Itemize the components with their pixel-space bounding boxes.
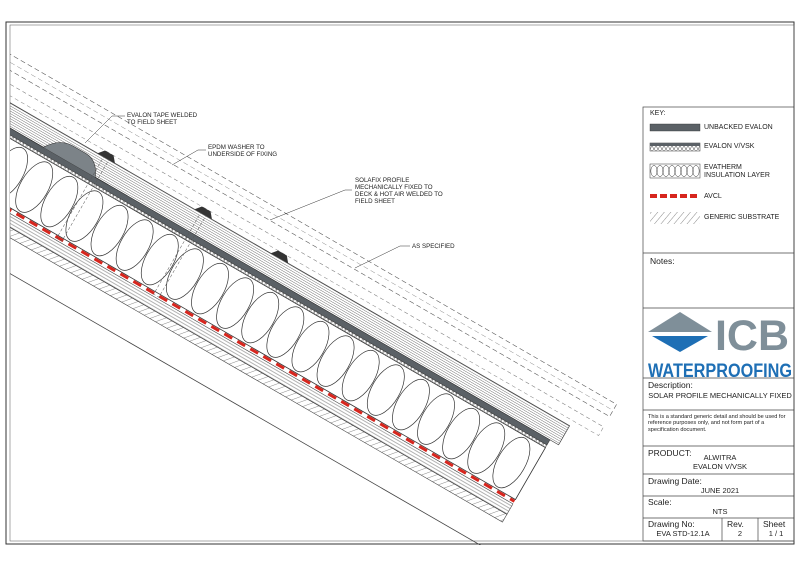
solar-panel-outline bbox=[10, 43, 617, 417]
logo-mark: ICB bbox=[715, 312, 789, 360]
swatch-unbacked bbox=[649, 123, 701, 132]
rev-label: Rev. bbox=[727, 519, 744, 529]
fixing-1 bbox=[56, 150, 115, 242]
key-coil bbox=[650, 165, 658, 177]
fixing-2 bbox=[153, 206, 212, 298]
insulation-coil bbox=[341, 349, 380, 402]
insulation-coil bbox=[291, 320, 330, 373]
key-coil bbox=[674, 165, 682, 177]
insulation-coil bbox=[115, 219, 154, 271]
sheet-label: Sheet bbox=[763, 519, 786, 529]
key-coil bbox=[662, 165, 670, 177]
drawing-date-value: JUNE 2021 bbox=[700, 486, 740, 495]
key-coil bbox=[656, 165, 664, 177]
disclaimer-text: This is a standard generic detail and sh… bbox=[648, 414, 786, 433]
leader-solafix bbox=[269, 189, 352, 221]
rev-value: 2 bbox=[737, 529, 743, 538]
insulation-coil bbox=[15, 161, 54, 213]
logo-wordmark: WATERPROOFING bbox=[648, 361, 792, 382]
title-block bbox=[642, 106, 795, 542]
insulation-coil bbox=[467, 422, 506, 474]
insulation-coil bbox=[392, 378, 430, 431]
insulation-coil bbox=[90, 204, 129, 257]
insulation-coil bbox=[442, 407, 481, 460]
insulation-coil bbox=[40, 175, 79, 228]
insulation-coil bbox=[266, 306, 305, 358]
key-coil bbox=[686, 165, 694, 177]
insulation-layer bbox=[10, 107, 546, 501]
product-line-2: EVALON V/VSK bbox=[692, 462, 748, 471]
key-label-vvsk: EVALON V/VSK bbox=[704, 143, 755, 150]
description-value: SOLAR PROFILE MECHANICALLY FIXED bbox=[648, 391, 792, 400]
leader-as-specified bbox=[354, 245, 410, 269]
key-coil bbox=[692, 165, 700, 177]
scale-label: Scale: bbox=[648, 497, 672, 507]
insulation-coil bbox=[216, 277, 254, 329]
substrate-layer bbox=[10, 173, 508, 523]
swatch-substrate bbox=[650, 212, 700, 224]
insulation-coil bbox=[241, 291, 280, 344]
key-title: KEY: bbox=[650, 110, 666, 117]
key-label-avcl: AVCL bbox=[704, 193, 722, 200]
insulation-coils bbox=[0, 127, 531, 489]
product-label: PRODUCT: bbox=[648, 448, 692, 458]
section-drawing bbox=[0, 43, 617, 545]
drawing-no-label: Drawing No: bbox=[648, 519, 695, 529]
drawing-date-label: Drawing Date: bbox=[648, 476, 702, 486]
product-line-1: ALWITRA bbox=[703, 453, 737, 462]
logo-roof-icon bbox=[648, 312, 712, 332]
avcl-line bbox=[10, 159, 516, 503]
insulation-coil bbox=[316, 335, 355, 387]
drawing-no-value: EVA STD-12.1A bbox=[656, 529, 710, 538]
icb-logo: ICB WATERPROOFING bbox=[648, 312, 792, 382]
insulation-coil bbox=[166, 248, 204, 300]
insulation-coil bbox=[0, 127, 10, 189]
key-label-insulation: EVATHERM INSULATION LAYER bbox=[704, 164, 770, 180]
insulation-coil bbox=[65, 190, 104, 242]
sheet-value: 1 / 1 bbox=[768, 529, 784, 538]
insulation-coil bbox=[10, 146, 28, 199]
leader-tape bbox=[84, 115, 125, 144]
description-label: Description: bbox=[648, 380, 693, 390]
key-label-substrate: GENERIC SUBSTRATE bbox=[704, 214, 780, 221]
leader-washer bbox=[171, 149, 206, 166]
insulation-coil bbox=[417, 393, 455, 445]
key-coil bbox=[668, 165, 676, 177]
notes-label: Notes: bbox=[650, 256, 675, 266]
key-swatches bbox=[649, 123, 701, 224]
scale-value: NTS bbox=[712, 507, 728, 516]
insulation-coil bbox=[140, 233, 179, 286]
callout-as-specified: AS SPECIFIED bbox=[412, 243, 455, 250]
insulation-coil bbox=[191, 262, 229, 315]
insulation-coil bbox=[366, 364, 405, 416]
insulation-coil bbox=[492, 436, 531, 489]
fixing-3 bbox=[270, 250, 289, 264]
key-label-unbacked: UNBACKED EVALON bbox=[704, 124, 773, 131]
underside-line bbox=[10, 208, 488, 545]
key-coil bbox=[680, 165, 688, 177]
